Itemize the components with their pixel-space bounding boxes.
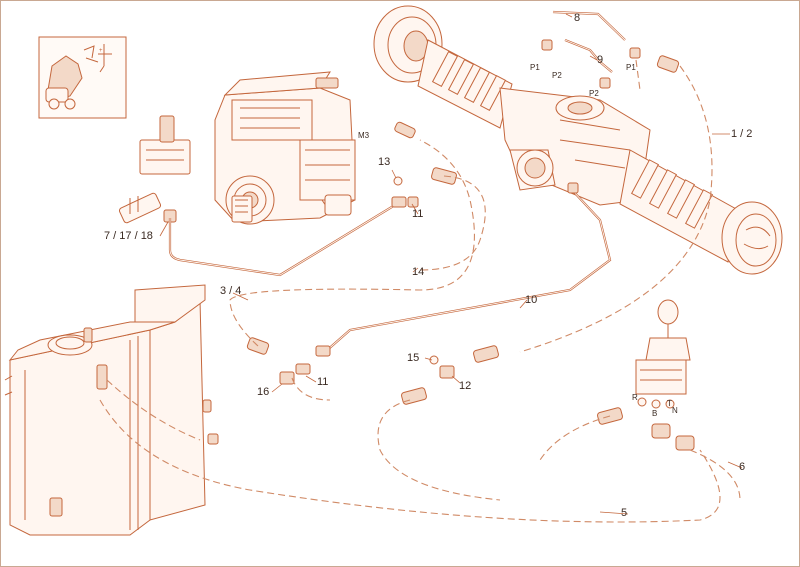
callout-9: 9: [597, 54, 604, 66]
callout-13: 13: [378, 156, 391, 168]
svg-text:+: +: [99, 48, 103, 54]
port-label-p2-right: P2: [589, 89, 599, 98]
callout-11-lower: 11: [317, 376, 329, 388]
port-label-p2-left: P2: [552, 71, 562, 80]
valve-block: [118, 115, 191, 224]
callout-5: 5: [621, 507, 628, 519]
inset-icon: +: [38, 36, 127, 119]
port-label-m3: M3: [358, 131, 370, 140]
callout-10: 10: [525, 294, 538, 306]
port-label-b: B: [652, 409, 658, 418]
rigid-pipes: [168, 10, 626, 353]
callout-8: 8: [574, 12, 581, 24]
hydraulic-tank: [4, 284, 219, 536]
flexible-hoses: [99, 59, 741, 523]
joystick-valve: [635, 299, 691, 409]
callout-12: 12: [459, 380, 472, 392]
callout-16: 16: [257, 386, 270, 398]
callout-3-4: 3 / 4: [220, 285, 242, 297]
port-label-t: T: [667, 399, 672, 408]
callout-7-17-18: 7 / 17 / 18: [104, 230, 153, 242]
callout-1-2: 1 / 2: [731, 128, 753, 140]
port-label-r: R: [632, 393, 638, 402]
port-label-n: N: [672, 406, 678, 415]
hydraulic-pump: [214, 71, 356, 225]
leader-lines: [159, 13, 743, 515]
port-label-p1-right: P1: [626, 63, 636, 72]
callout-15: 15: [407, 352, 420, 364]
drive-axle: [373, 5, 783, 275]
callout-11-upper: 11: [412, 208, 424, 220]
callout-14: 14: [412, 266, 425, 278]
port-label-p1-left: P1: [530, 63, 540, 72]
callout-6: 6: [739, 461, 746, 473]
